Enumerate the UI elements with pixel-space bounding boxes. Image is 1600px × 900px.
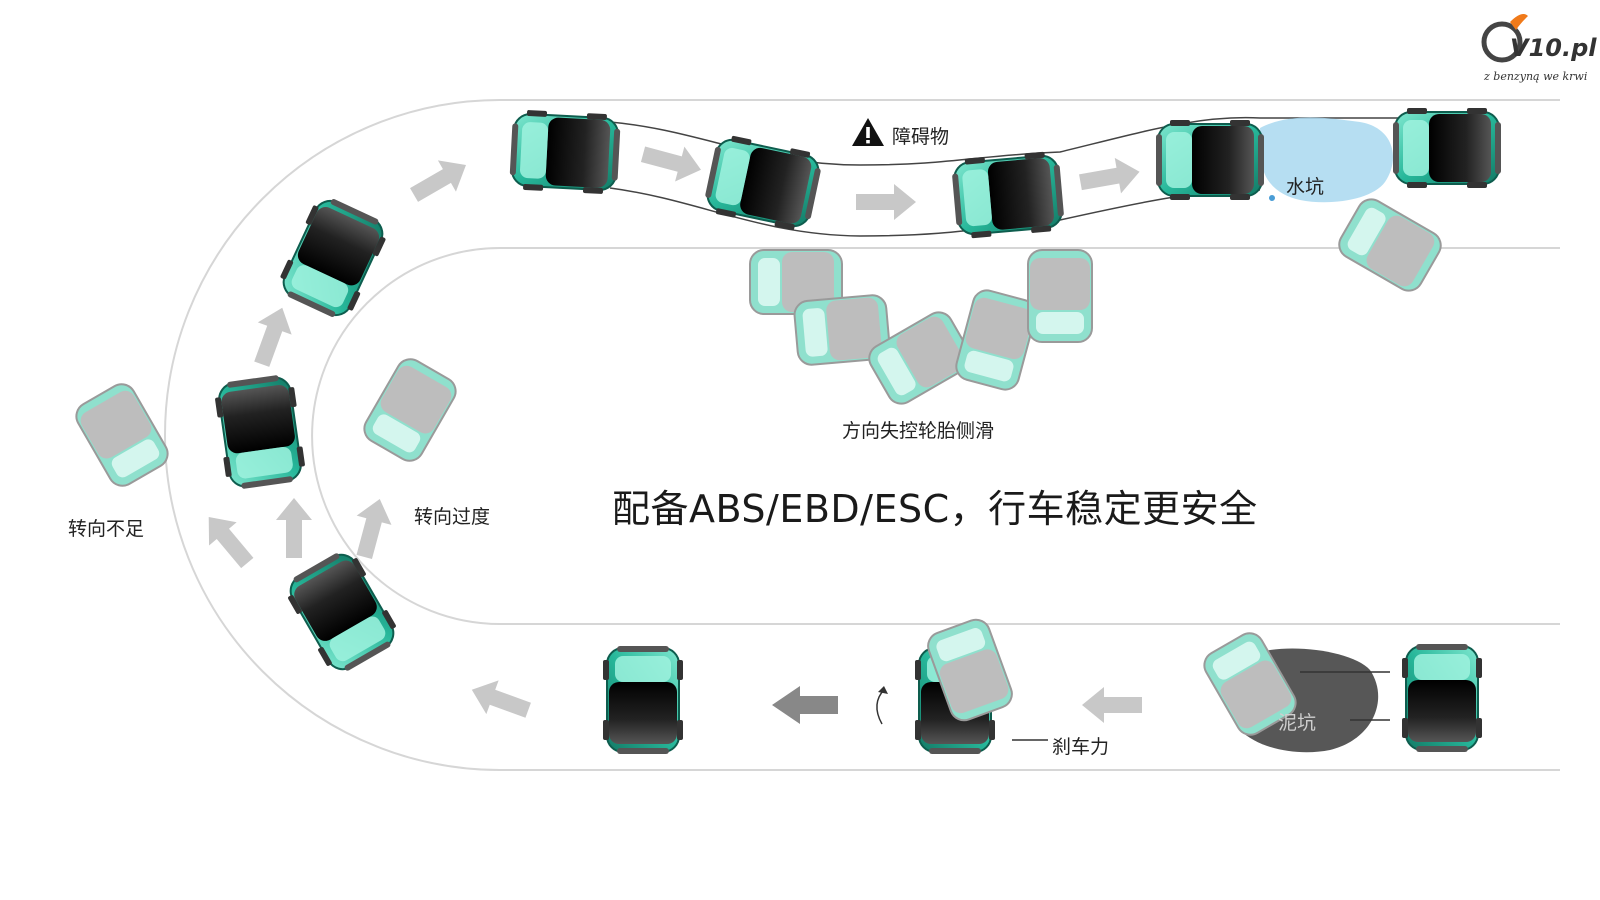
logo-tagline: z benzyną we krwi	[1484, 70, 1588, 83]
brake-arrow	[772, 686, 838, 724]
water-pit-label: 水坑	[1286, 176, 1325, 198]
mud-pit-label: 泥坑	[1278, 712, 1317, 734]
loss-of-control-label: 方向失控轮胎侧滑	[842, 420, 995, 442]
oversteer-label: 转向过度	[414, 506, 491, 528]
headline: 配备ABS/EBD/ESC，行车稳定更安全	[612, 487, 1258, 531]
tire-icon	[1481, 14, 1528, 63]
warning-triangle-icon	[852, 118, 884, 146]
understeer-label: 转向不足	[68, 518, 145, 540]
road-outer-edge	[164, 99, 1560, 771]
obstacle-label: 障碍物	[892, 126, 950, 148]
road-inner-edge	[311, 247, 1560, 625]
water-puddle	[1260, 117, 1393, 203]
braking-force-label: 刹车力	[1052, 736, 1110, 758]
logo-text: V10.pl	[1510, 34, 1597, 62]
v10-logo: V10.pl z benzyną we krwi	[1480, 8, 1598, 88]
